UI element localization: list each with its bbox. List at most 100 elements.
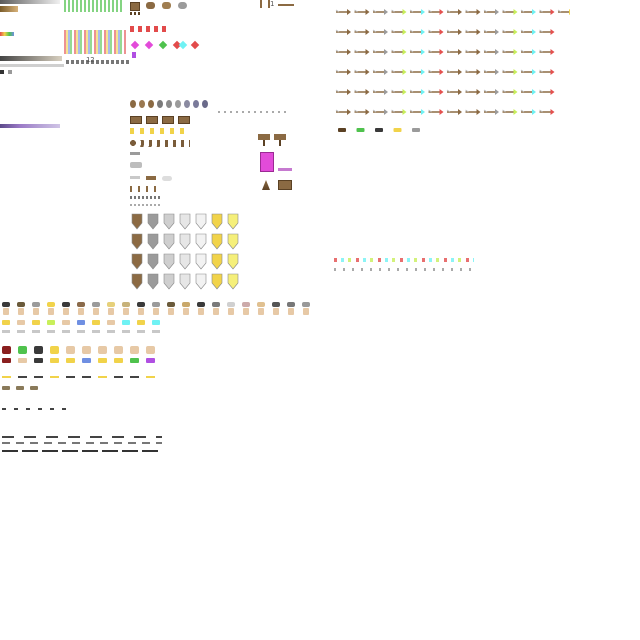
- arrow-head-icon: [402, 69, 407, 75]
- arrow-fletch: [520, 109, 525, 113]
- hair-sprite-icon: [2, 302, 10, 307]
- hair-sprite-icon: [302, 302, 310, 307]
- arrow-head-icon: [347, 49, 351, 55]
- arrow-head-icon: [384, 69, 388, 75]
- arrow-fletch: [539, 69, 543, 73]
- arrow-fletch: [465, 109, 469, 113]
- arrow-fletch: [446, 9, 451, 13]
- hair-sprite-icon: [167, 302, 175, 307]
- dot-icon: [272, 111, 274, 113]
- collar-sprite-icon: [122, 330, 130, 333]
- hat-sprite-icon: [137, 320, 145, 325]
- arrow-head-icon: [365, 89, 370, 95]
- arrow-fletch: [354, 109, 358, 113]
- gem-icon: [144, 40, 154, 50]
- arrow-fletch: [502, 29, 506, 33]
- arrow-fletch: [465, 69, 469, 73]
- ammo-icon: [375, 128, 383, 132]
- barrel-icon-2: [162, 2, 171, 9]
- hair-sprite-icon: [122, 302, 130, 307]
- ammo-icon: [412, 128, 420, 132]
- small-arrow-row: [334, 258, 474, 262]
- shield-icon: [211, 253, 223, 270]
- arrow-fletch: [502, 89, 506, 93]
- table-icon: [146, 176, 156, 180]
- face-sprite-icon: [48, 308, 54, 315]
- shield-icon: [131, 253, 143, 270]
- hat-sprite-icon: [107, 320, 115, 325]
- arrow-fletch: [409, 9, 414, 13]
- arrow-fletch: [409, 69, 414, 73]
- arrow-head-icon: [513, 9, 518, 15]
- tunic-sprite-icon: [66, 358, 75, 363]
- arrow-head-icon: [513, 29, 518, 35]
- arrow-head-icon: [458, 69, 462, 75]
- arrow-fletch: [391, 89, 395, 93]
- arrow-head-icon: [421, 9, 425, 15]
- belt-sprite-icon: [50, 376, 59, 378]
- tunic-sprite-icon: [130, 358, 139, 363]
- table-icon: [130, 176, 140, 179]
- arrow-head-icon: [476, 69, 481, 75]
- eyebrow-sprite-icon: [2, 408, 6, 410]
- arrow-fletch: [446, 29, 451, 33]
- jar-icon: [148, 100, 154, 108]
- arrow-head-icon: [421, 29, 425, 35]
- gray-bars-mid: [66, 60, 130, 64]
- face-sprite-icon: [228, 308, 234, 315]
- arrow-head-icon: [365, 29, 370, 35]
- boot-sprite-icon: [16, 386, 24, 390]
- hair-sprite-icon: [107, 302, 115, 307]
- gradient-bar-4: [0, 64, 64, 67]
- hair-sprite-icon: [182, 302, 190, 307]
- shield-icon: [131, 273, 143, 290]
- belt-sprite-icon: [98, 376, 107, 378]
- gem-icon: [190, 40, 200, 50]
- signboard-icon: [278, 180, 292, 190]
- collar-sprite-icon: [107, 330, 115, 333]
- arrow-fletch: [372, 69, 377, 73]
- arrow-head-icon: [476, 9, 481, 15]
- shield-sprite-grid: [131, 213, 239, 290]
- arrow-head-icon: [495, 89, 499, 95]
- arrow-fletch: [335, 9, 340, 13]
- arrow-fletch: [409, 89, 414, 93]
- face-sprite-icon: [258, 308, 264, 315]
- hair-sprite-icon: [47, 302, 55, 307]
- arrow-head-icon: [513, 109, 518, 115]
- shield-icon: [147, 233, 159, 250]
- armor-sprite-icon: [82, 346, 91, 354]
- arrow-fletch: [354, 89, 358, 93]
- arrow-head-icon: [476, 89, 481, 95]
- portal-icon: [260, 152, 274, 172]
- arrow-head-icon: [439, 29, 444, 35]
- arrow-fletch: [391, 49, 395, 53]
- dot-icon: [284, 111, 286, 113]
- shield-icon: [195, 233, 207, 250]
- small-row: [130, 196, 160, 199]
- arrow-head-icon: [365, 9, 370, 15]
- hat-sprite-icon: [92, 320, 100, 325]
- arrow-head-icon: [421, 89, 425, 95]
- arrow-head-icon: [550, 89, 555, 95]
- arrow-head-icon: [476, 109, 481, 115]
- hat-sprite-icon: [2, 320, 10, 325]
- small-arrow-row-2: [334, 268, 474, 271]
- arrow-head-icon: [458, 29, 462, 35]
- arrow-fletch: [391, 29, 395, 33]
- dot-icon: [278, 111, 280, 113]
- small-dots-2: [8, 70, 12, 74]
- arrow-fletch: [372, 29, 377, 33]
- arrow-fletch: [335, 69, 340, 73]
- hair-sprite-icon: [272, 302, 280, 307]
- belt-sprite-icon: [82, 376, 91, 378]
- hair-sprite-icon: [197, 302, 205, 307]
- arrow-fletch: [539, 9, 543, 13]
- shield-icon: [195, 273, 207, 290]
- collar-sprite-icon: [2, 330, 10, 333]
- gem-icon: [178, 40, 188, 50]
- dot-icon: [230, 111, 232, 113]
- arrow-fletch: [520, 49, 525, 53]
- hair-sprite-icon: [227, 302, 235, 307]
- arrow-head-icon: [402, 89, 407, 95]
